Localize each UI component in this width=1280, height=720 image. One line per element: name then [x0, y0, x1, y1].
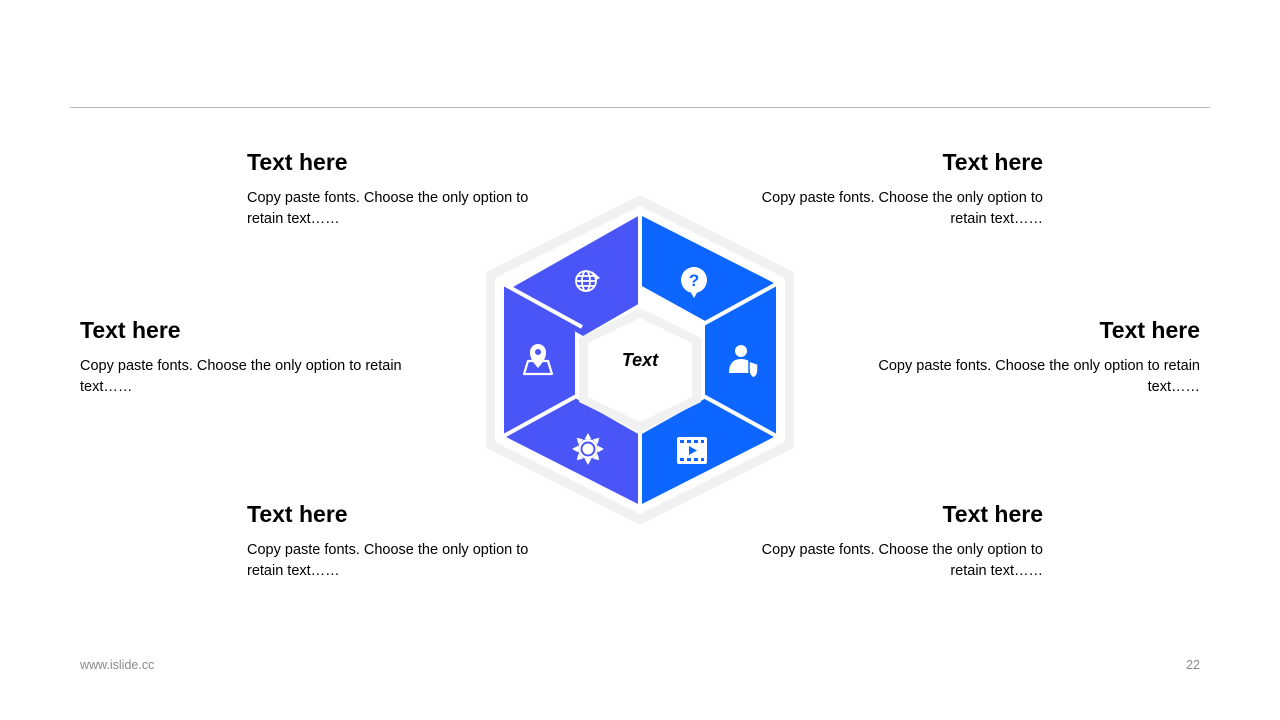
question-bubble-icon: ?	[681, 267, 707, 298]
top-divider	[70, 107, 1210, 108]
block-title: Text here	[247, 149, 348, 175]
text-block-mid-left: Text here Copy paste fonts. Choose the o…	[80, 316, 415, 398]
text-block-mid-right: Text here Copy paste fonts. Choose the o…	[865, 316, 1200, 398]
center-label: Text	[622, 350, 659, 370]
segment-gaps	[499, 210, 781, 510]
globe-plane-icon	[575, 270, 600, 292]
video-icon	[677, 437, 707, 464]
text-block-bottom-left: Text here Copy paste fonts. Choose the o…	[247, 500, 547, 582]
block-body: Copy paste fonts. Choose the only option…	[761, 542, 1043, 579]
footer-url: www.islide.cc	[80, 658, 155, 672]
text-block-top-right: Text here Copy paste fonts. Choose the o…	[743, 148, 1043, 230]
text-block-top-left: Text here Copy paste fonts. Choose the o…	[247, 148, 547, 230]
block-body: Copy paste fonts. Choose the only option…	[80, 358, 402, 395]
hexagon-diagram: Text ?	[480, 190, 800, 530]
segment-top-right	[640, 215, 774, 322]
user-shield-icon	[729, 345, 759, 379]
block-title: Text here	[942, 501, 1043, 527]
page-number: 22	[1186, 658, 1200, 672]
block-title: Text here	[247, 501, 348, 527]
center-hex	[588, 318, 692, 422]
segment-bottom-left	[506, 398, 640, 505]
map-pin-icon	[522, 344, 554, 376]
block-title: Text here	[1099, 317, 1200, 343]
block-title: Text here	[80, 317, 181, 343]
svg-text:?: ?	[689, 271, 699, 290]
block-body: Copy paste fonts. Choose the only option…	[247, 190, 529, 227]
block-body: Copy paste fonts. Choose the only option…	[761, 190, 1043, 227]
sun-gear-icon	[572, 433, 604, 465]
block-body: Copy paste fonts. Choose the only option…	[247, 542, 529, 579]
text-block-bottom-right: Text here Copy paste fonts. Choose the o…	[743, 500, 1043, 582]
block-title: Text here	[942, 149, 1043, 175]
block-body: Copy paste fonts. Choose the only option…	[878, 358, 1200, 395]
